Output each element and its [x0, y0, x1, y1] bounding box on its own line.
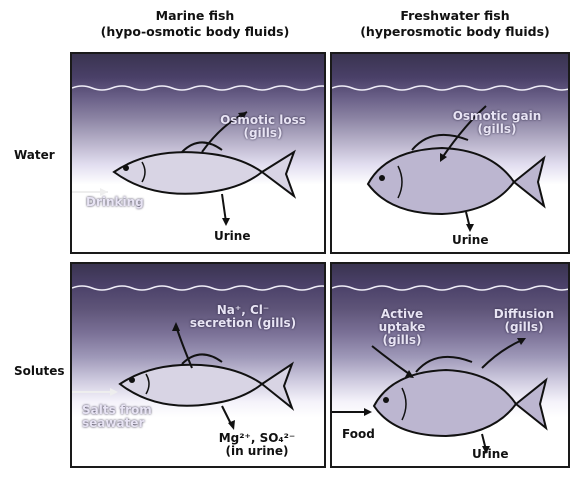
freshwater-water-panel: Osmotic gain (gills) Urine	[330, 52, 570, 254]
water-surface-wave	[332, 86, 568, 90]
freshwater-solutes-urine-label: Urine	[472, 448, 508, 461]
freshwater-title: Freshwater fish	[330, 8, 580, 24]
food-label: Food	[342, 428, 375, 441]
freshwater-fish-icon	[374, 357, 546, 436]
urine-arrow	[222, 194, 226, 222]
diffusion-arrow	[482, 340, 522, 368]
marine-subtitle: (hypo-osmotic body fluids)	[70, 24, 320, 40]
freshwater-subtitle: (hyperosmotic body fluids)	[330, 24, 580, 40]
freshwater-fish-icon	[368, 135, 544, 214]
freshwater-urine-label: Urine	[452, 234, 488, 247]
water-surface-wave	[72, 86, 324, 90]
drinking-label: Drinking	[86, 196, 144, 209]
ions-in-urine-label: Mg²⁺, SO₄²⁻ (in urine)	[202, 432, 312, 458]
marine-solutes-panel: Na⁺, Cl⁻ secretion (gills) Salts from se…	[70, 262, 326, 468]
marine-water-panel: Osmotic loss (gills) Drinking Urine	[70, 52, 326, 254]
marine-urine-label: Urine	[214, 230, 250, 243]
marine-title: Marine fish	[70, 8, 320, 24]
salts-from-seawater-label: Salts from seawater	[82, 404, 152, 430]
row-label-solutes: Solutes	[14, 364, 65, 378]
marine-fish-icon	[120, 354, 292, 408]
freshwater-column-header: Freshwater fish (hyperosmotic body fluid…	[330, 8, 580, 40]
active-uptake-label: Active uptake (gills)	[362, 308, 442, 347]
osmotic-loss-label: Osmotic loss (gills)	[208, 114, 318, 140]
water-surface-wave	[72, 286, 324, 290]
water-surface-wave	[332, 286, 568, 290]
secretion-label: Na⁺, Cl⁻ secretion (gills)	[168, 304, 318, 330]
freshwater-water-illustration	[332, 54, 568, 252]
diffusion-label: Diffusion (gills)	[482, 308, 566, 334]
row-label-water: Water	[14, 148, 55, 162]
osmotic-gain-label: Osmotic gain (gills)	[432, 110, 562, 136]
marine-water-illustration	[72, 54, 324, 252]
active-uptake-arrow	[372, 346, 412, 376]
marine-column-header: Marine fish (hypo-osmotic body fluids)	[70, 8, 320, 40]
freshwater-solutes-panel: Active uptake (gills) Diffusion (gills) …	[330, 262, 570, 468]
